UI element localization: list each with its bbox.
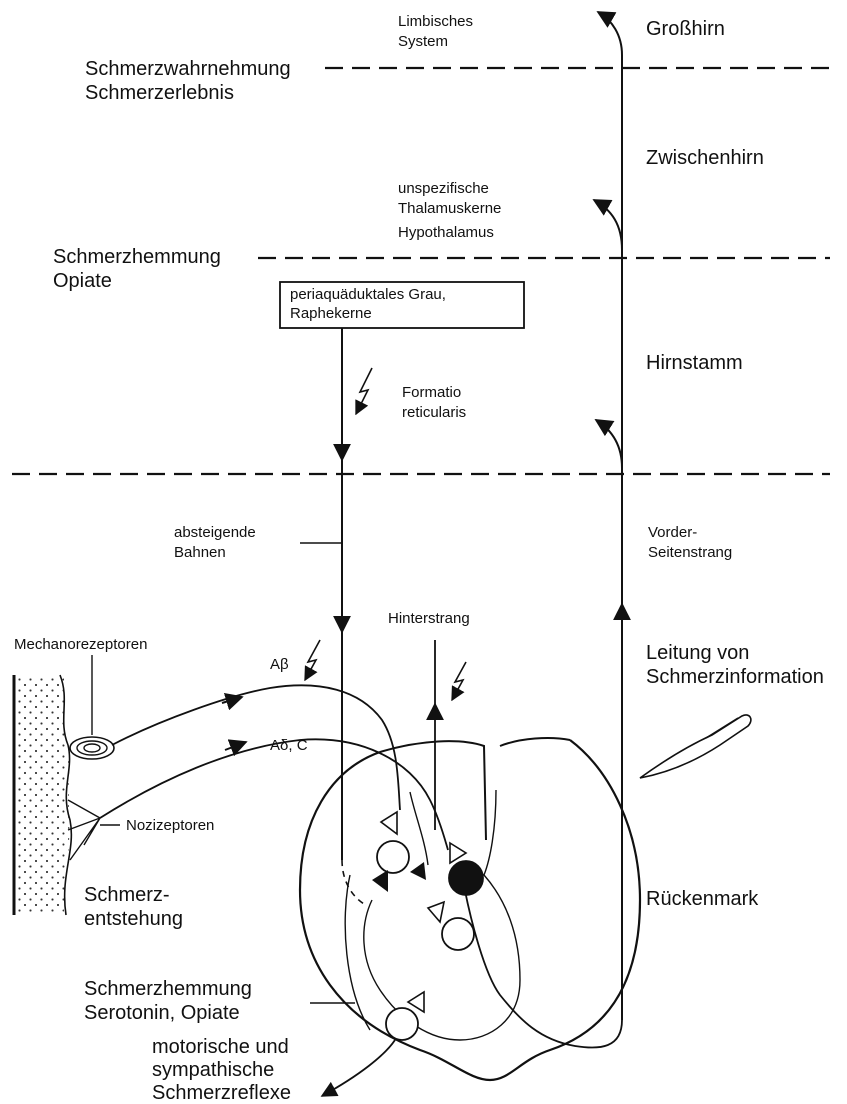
motor-neuron [386,1008,418,1040]
label-schmerzhemmung-top: Schmerzhemmung [53,246,221,269]
spinal-cord-dorsal-horn [380,738,570,840]
label-rueckenmark: Rückenmark [646,888,758,911]
skin-dotted-fill [14,675,64,915]
label-mechanorezeptoren: Mechanorezeptoren [14,636,147,653]
ascending-arrow-hirnstamm [596,420,622,468]
label-a-delta-c: Aδ, C [270,737,308,754]
label-limbisches: Limbisches [398,13,473,30]
label-schmerzreflexe: Schmerzreflexe [152,1082,291,1104]
lightning-icon-formatio [356,368,372,414]
synapse-open-1 [381,812,397,834]
label-schmerzhemmung-bottom: Schmerzhemmung [84,978,252,1001]
label-hinterstrang: Hinterstrang [388,610,470,627]
label-bahnen: Bahnen [174,544,226,561]
adelta-direction-arrow [225,742,246,750]
label-nozizeptoren: Nozizeptoren [126,817,214,834]
synapse-open-3 [428,902,444,922]
label-grosshirn: Großhirn [646,18,725,41]
label-sympathische: sympathische [152,1059,274,1082]
lightning-icon-abeta [305,640,320,680]
label-hirnstamm: Hirnstamm [646,352,743,375]
nociceptor-endings [68,800,100,860]
label-motorische: motorische und [152,1036,289,1059]
label-thalamuskerne: Thalamuskerne [398,200,501,217]
mechanoreceptor-inner-2 [84,744,100,752]
label-schmerz-entstehung-1: Schmerz- [84,884,170,907]
synapse-open-4 [408,992,424,1012]
label-schmerzinformation: Schmerzinformation [646,666,824,689]
interneuron-2 [442,918,474,950]
label-reticularis: reticularis [402,404,466,421]
synapse-filled-1 [372,870,388,892]
label-leitung: Leitung von [646,642,749,665]
label-formatio: Formatio [402,384,461,401]
label-schmerzerlebnis: Schmerzerlebnis [85,82,234,105]
label-serotonin-opiate: Serotonin, Opiate [84,1002,240,1025]
ascending-arrow-thalamus [594,200,622,250]
label-opiate: Opiate [53,270,112,293]
label-hypothalamus: Hypothalamus [398,224,494,241]
projection-neuron-black [449,861,483,895]
ascending-arrow-grosshirn [598,12,622,55]
lightning-icon-hinterstrang [452,662,466,700]
label-vorder: Vorder- [648,524,697,541]
label-absteigende: absteigende [174,524,256,541]
mechanoreceptor-inner-1 [77,741,107,755]
label-system: System [398,33,448,50]
synapse-open-2 [450,843,466,863]
label-schmerzwahrnehmung: Schmerzwahrnehmung [85,58,291,81]
label-box-line2: Raphekerne [290,305,372,322]
scalpel-icon [640,715,751,778]
label-seitenstrang: Seitenstrang [648,544,732,561]
label-box-line1: periaquäduktales Grau, [290,286,446,303]
reflex-output-arrow [322,1040,395,1096]
interneuron-1 [377,841,409,873]
label-zwischenhirn: Zwischenhirn [646,147,764,170]
label-unspezifische: unspezifische [398,180,489,197]
synapse-filled-2 [410,862,426,880]
label-schmerz-entstehung-2: entstehung [84,908,183,931]
label-a-beta: Aβ [270,656,289,673]
